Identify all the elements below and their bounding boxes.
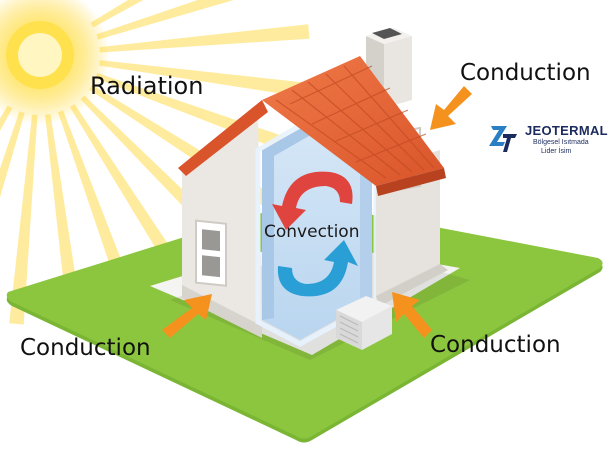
logo-brand: JEOTERMAL [525,123,608,138]
sun-ray [9,114,38,325]
conduction-arrow-bottom-left-icon [162,294,212,338]
conduction-label-top-right: Conduction [460,60,591,86]
sun-ray [99,24,310,53]
convection-hot-arrow-icon [272,171,353,230]
convection-arrows [272,171,358,297]
company-logo: JEOTERMAL Bölgesel Isıtmada Lider İsim [485,122,608,162]
sun-ray [0,111,25,198]
conduction-label-bottom-right: Conduction [430,332,561,358]
conduction-arrow-top-right-icon [430,86,472,130]
conduction-arrows [162,86,472,338]
ztf-logo-icon [489,126,517,152]
sun-ray [96,0,234,40]
logo-tagline-1: Bölgesel Isıtmada [533,139,589,146]
convection-cold-arrow-icon [277,240,358,297]
sun-ray [99,60,309,98]
conduction-label-bottom-left: Conduction [20,335,151,361]
radiation-label: Radiation [90,72,204,100]
sun-ray [69,104,192,287]
sun-ray [0,105,13,131]
conduction-arrow-bottom-right-icon [392,292,432,338]
ac-unit-icon [336,296,392,350]
convection-label: Convection [264,222,360,242]
logo-tagline-2: Lider İsim [541,148,572,155]
sun-ray [90,0,144,28]
sun-ray [45,114,83,324]
